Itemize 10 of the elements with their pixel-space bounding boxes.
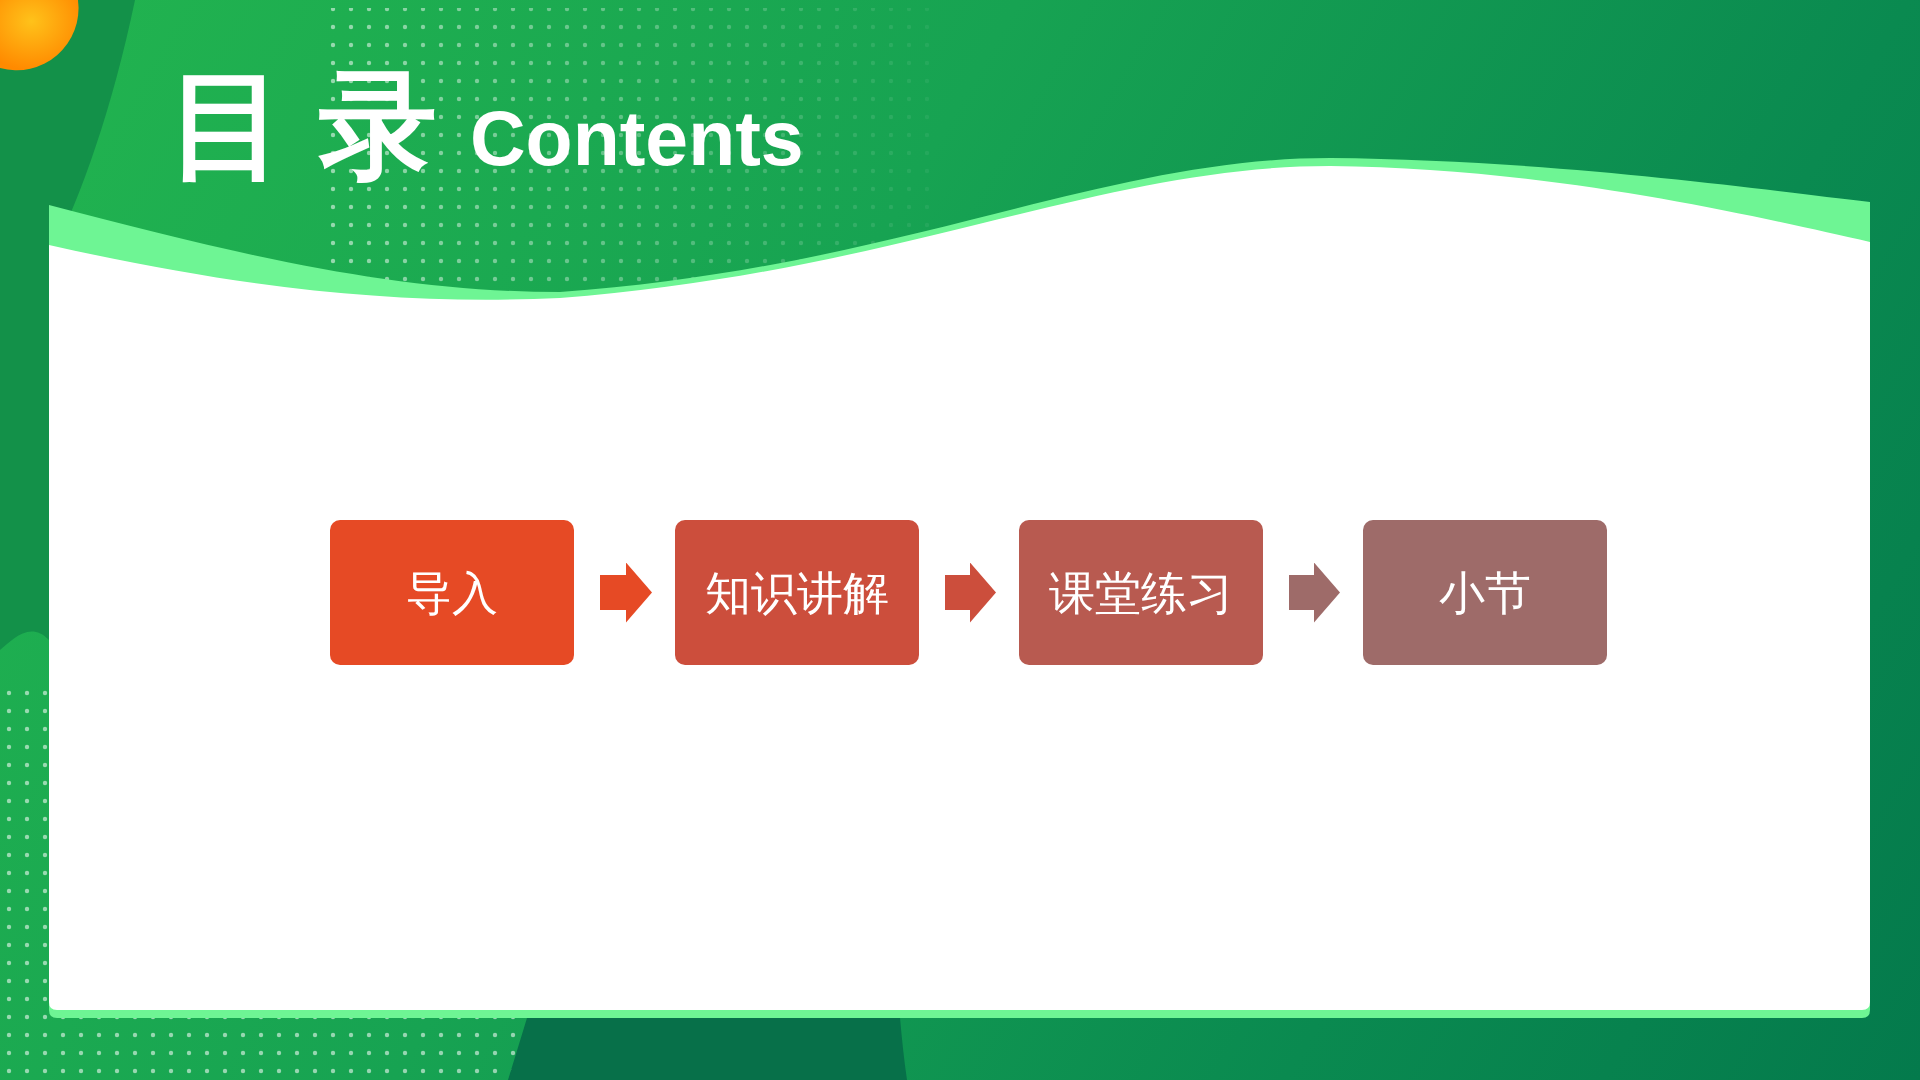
step-label: 导入	[406, 565, 498, 621]
step-label: 课堂练习	[1049, 565, 1233, 621]
step-label: 小节	[1439, 565, 1531, 621]
title: 目 录	[168, 58, 437, 193]
process-box	[1019, 520, 1263, 665]
process-box	[675, 520, 919, 665]
process-box	[1363, 520, 1607, 665]
step-label: 知识讲解	[705, 565, 889, 621]
process-box	[330, 520, 574, 665]
subtitle: Contents	[470, 94, 804, 183]
